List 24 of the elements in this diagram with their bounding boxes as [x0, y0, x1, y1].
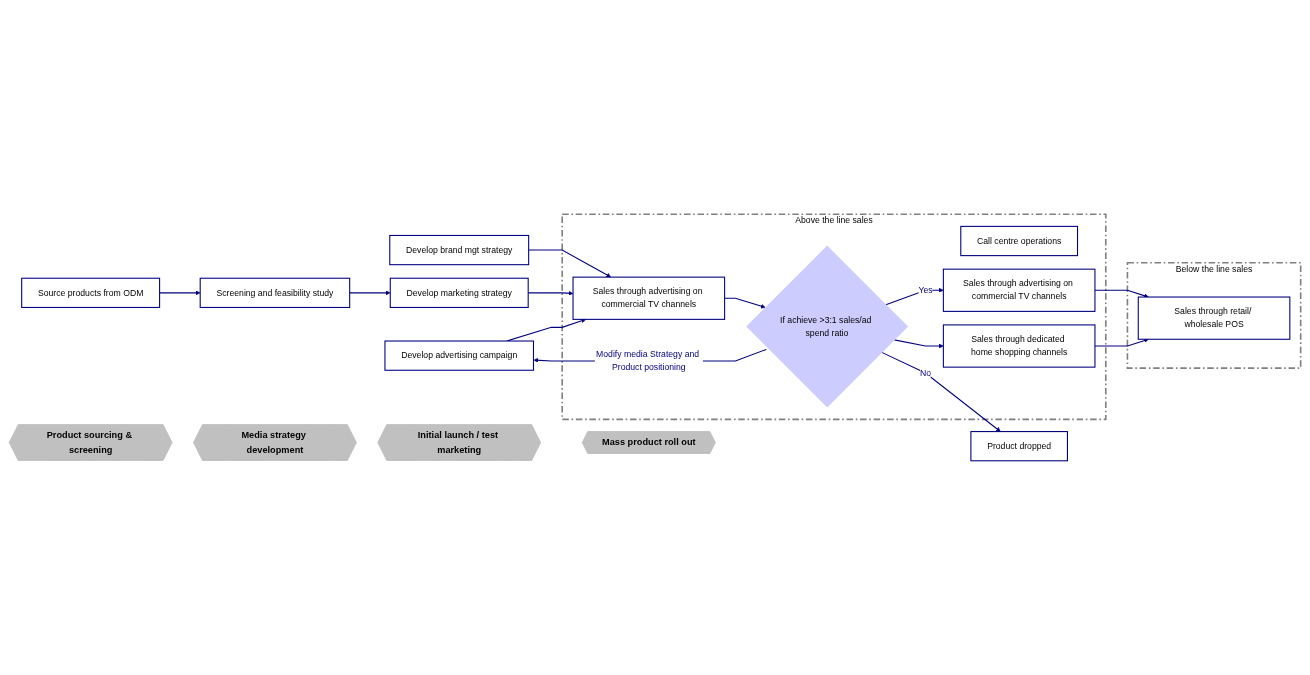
node-box	[970, 431, 1068, 462]
cluster	[561, 213, 1107, 421]
arrow	[159, 290, 201, 296]
node-box	[384, 340, 534, 371]
node-box	[199, 277, 351, 308]
arrow	[1094, 338, 1149, 347]
node-box	[942, 268, 1096, 312]
arrow	[881, 351, 1001, 432]
node-box	[21, 277, 161, 308]
node-box	[960, 225, 1079, 257]
arrow	[724, 297, 766, 309]
node-diamond	[746, 245, 909, 408]
arrow	[528, 249, 612, 278]
edge-label: No	[919, 368, 932, 378]
node-box	[389, 277, 529, 308]
node-box	[942, 324, 1096, 368]
arrow	[1094, 289, 1149, 298]
edge-label: Yes	[918, 285, 933, 295]
arrow	[349, 290, 391, 296]
node-box	[572, 276, 726, 320]
edge-label: Modify media Strategy and Product positioning	[596, 349, 700, 372]
cluster	[1126, 262, 1302, 369]
node-box	[1137, 296, 1291, 340]
node-box	[389, 234, 530, 266]
